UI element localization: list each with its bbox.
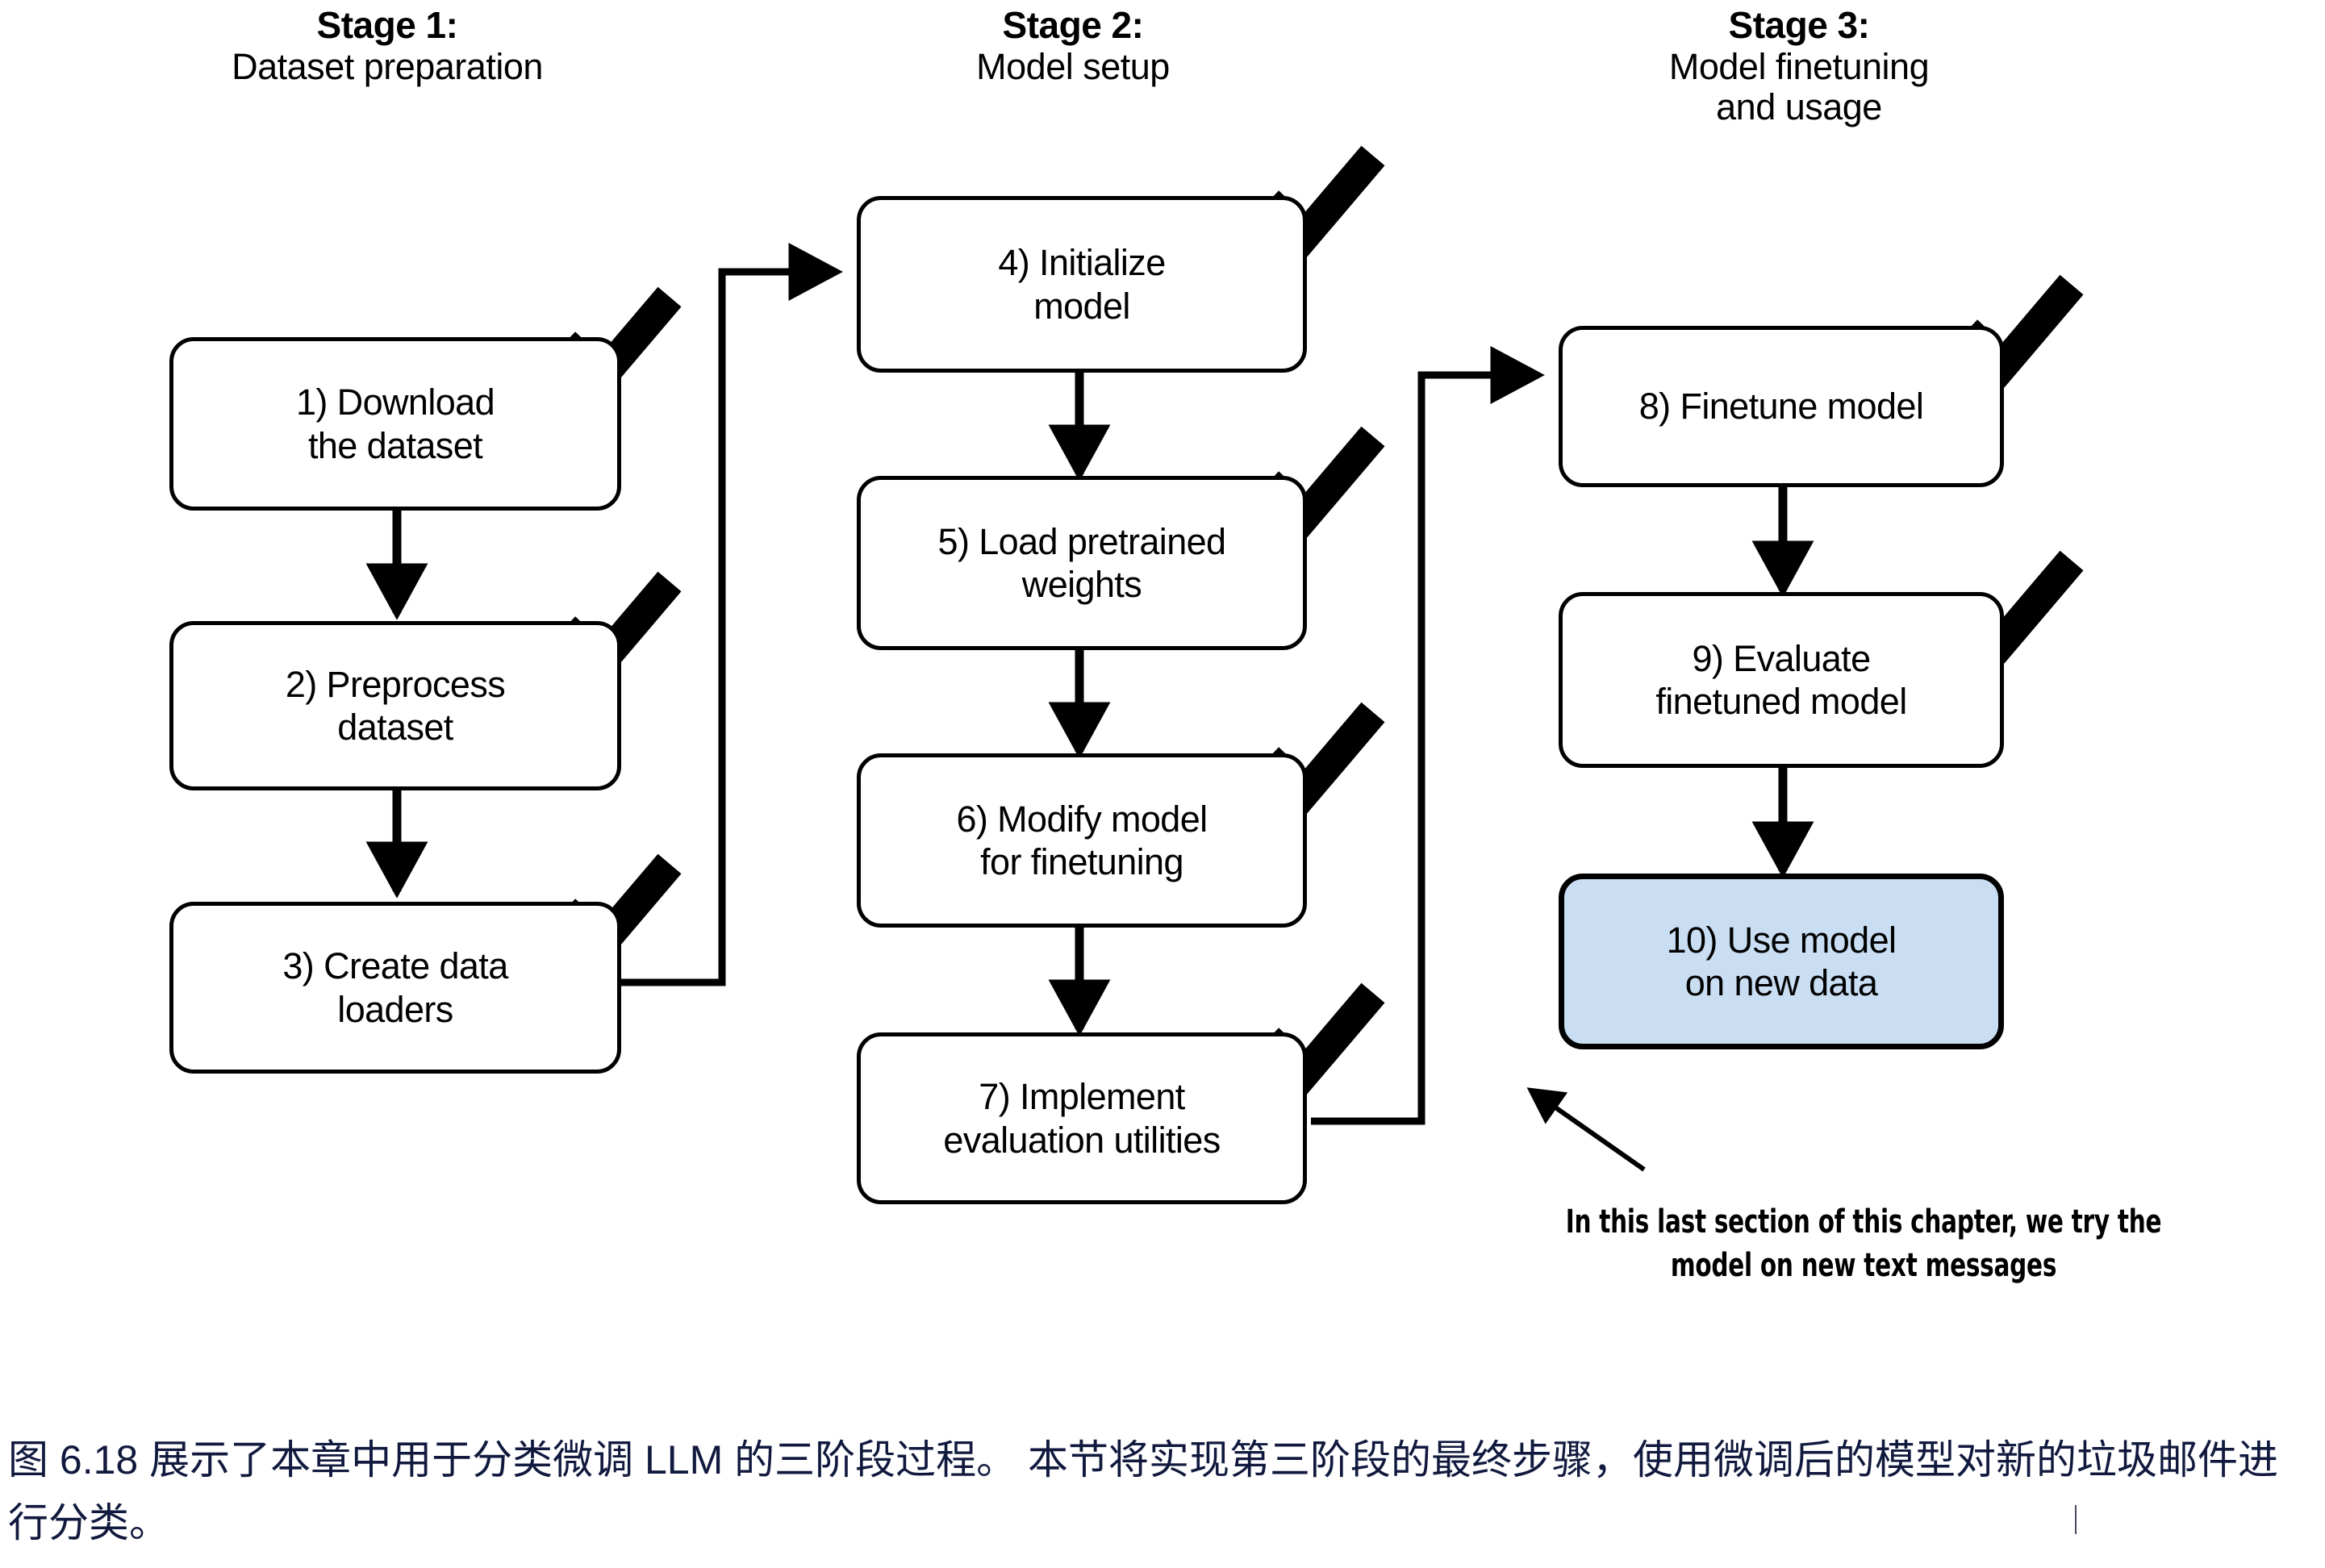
step-2-line1: 2) Preprocess	[285, 663, 506, 705]
step-box-6[interactable]: 6) Modify model for finetuning	[857, 753, 1307, 928]
step-9-line1: 9) Evaluate	[1692, 637, 1871, 679]
step-10-line1: 10) Use model	[1666, 919, 1897, 961]
step-box-10[interactable]: 10) Use model on new data	[1559, 874, 2004, 1049]
step-4-text: 4) Initialize model	[998, 241, 1166, 327]
step-3-line1: 3) Create data	[282, 945, 508, 987]
step-box-1[interactable]: 1) Download the dataset	[169, 337, 621, 511]
step-7-line2: evaluation utilities	[943, 1119, 1221, 1161]
annotation-line-2: model on new text messages	[1670, 1247, 2057, 1284]
step-5-line1: 5) Load pretrained	[937, 520, 1227, 562]
step-1-line1: 1) Download	[295, 382, 495, 423]
step-8-line1: 8) Finetune model	[1638, 386, 1924, 427]
step-6-line2: for finetuning	[980, 841, 1183, 882]
stage-2-description: Model setup	[976, 45, 1170, 87]
step-7-text: 7) Implement evaluation utilities	[943, 1075, 1221, 1161]
step-10-line2: on new data	[1684, 962, 1878, 1003]
connector-stage2-to-stage3	[1311, 346, 1545, 1125]
step-10-text: 10) Use model on new data	[1667, 919, 1897, 1004]
step-box-9[interactable]: 9) Evaluate finetuned model	[1559, 592, 2004, 768]
step-3-line2: loaders	[337, 988, 453, 1030]
stage-1-description: Dataset preparation	[232, 45, 543, 87]
step-8-text: 8) Finetune model	[1639, 385, 1924, 427]
step-4-line1: 4) Initialize	[998, 242, 1166, 284]
stage-2-heading: Stage 2: Model setup	[791, 4, 1355, 87]
step-5-text: 5) Load pretrained weights	[937, 520, 1227, 606]
step-2-line2: dataset	[337, 707, 453, 748]
step-6-text: 6) Modify model for finetuning	[956, 798, 1208, 883]
annotation-pointer-arrow	[1526, 1087, 1646, 1172]
figure-caption: 图 6.18 展示了本章中用于分类微调 LLM 的三阶段过程。 本节将实现第三阶…	[8, 1437, 2279, 1545]
step-9-line2: finetuned model	[1655, 681, 1907, 722]
step-1-line2: the dataset	[307, 424, 483, 466]
step-box-2[interactable]: 2) Preprocess dataset	[169, 621, 621, 790]
step-box-7[interactable]: 7) Implement evaluation utilities	[857, 1032, 1307, 1204]
step-7-line1: 7) Implement	[979, 1076, 1185, 1118]
step-box-4[interactable]: 4) Initialize model	[857, 196, 1307, 373]
step-6-line1: 6) Modify model	[956, 798, 1208, 840]
step-box-5[interactable]: 5) Load pretrained weights	[857, 476, 1307, 650]
stage-1-label: Stage 1:	[316, 4, 458, 46]
connector-stage1-to-stage2	[617, 243, 843, 986]
stage-3-label: Stage 3:	[1728, 4, 1870, 46]
step-9-text: 9) Evaluate finetuned model	[1655, 637, 1907, 723]
page-margin-rule	[2075, 1505, 2077, 1534]
stage-2-label: Stage 2:	[1002, 4, 1144, 46]
step-5-line2: weights	[1021, 564, 1142, 605]
stage-1-heading: Stage 1: Dataset preparation	[48, 4, 726, 87]
step-4-line2: model	[1033, 285, 1130, 327]
step-1-text: 1) Download the dataset	[296, 381, 495, 466]
annotation-line-1: In this last section of this chapter, we…	[1565, 1203, 2162, 1241]
step-box-8[interactable]: 8) Finetune model	[1559, 326, 2004, 487]
step-box-3[interactable]: 3) Create data loaders	[169, 902, 621, 1074]
step-3-text: 3) Create data loaders	[282, 945, 508, 1030]
annotation-text: In this last section of this chapter, we…	[1500, 1200, 2227, 1287]
step-2-text: 2) Preprocess dataset	[285, 663, 506, 749]
